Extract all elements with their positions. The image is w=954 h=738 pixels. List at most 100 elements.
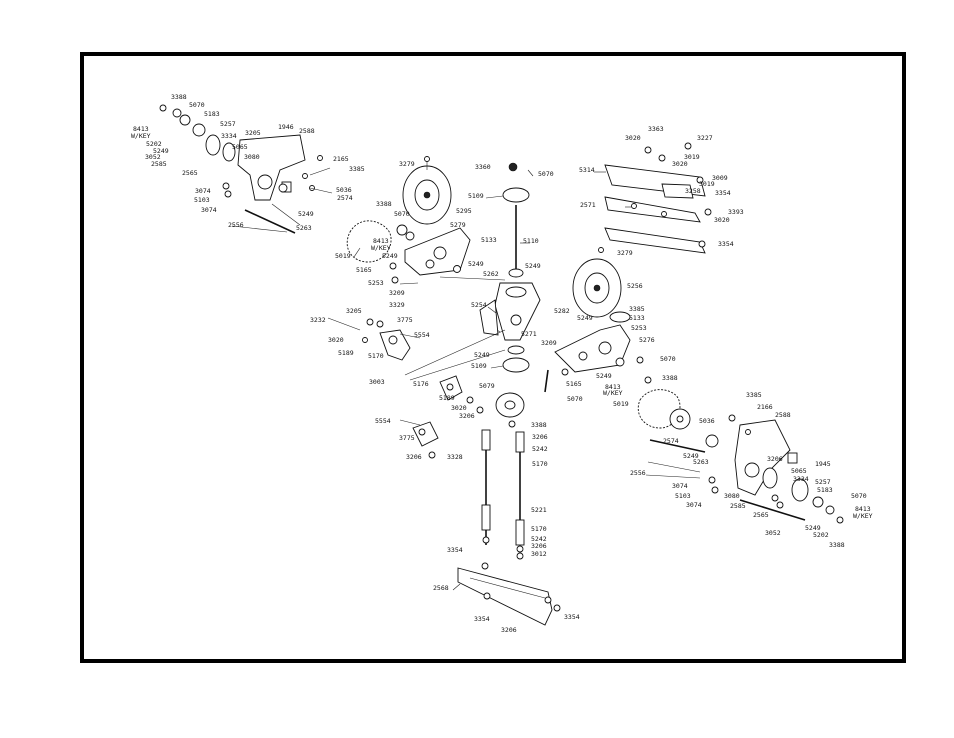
- label-2585: 2585: [730, 502, 746, 510]
- label-2588: 2588: [775, 411, 791, 419]
- center-vertical-shaft-assembly: [479, 162, 549, 560]
- label-3206: 3206: [406, 453, 422, 461]
- label-3074: 3074: [672, 482, 688, 490]
- label-5189: 5189: [338, 349, 354, 357]
- label-3019: 3019: [699, 180, 715, 188]
- label-5133: 5133: [629, 314, 645, 322]
- label-8413: 8413: [605, 383, 621, 391]
- label-5249: 5249: [805, 524, 821, 532]
- label-2565: 2565: [753, 511, 769, 519]
- label-3205: 3205: [346, 307, 362, 315]
- bottom-axle-bar: [457, 562, 561, 626]
- label-5249: 5249: [596, 372, 612, 380]
- label-5249: 5249: [525, 262, 541, 270]
- label-5276: 5276: [639, 336, 655, 344]
- label-3080: 3080: [244, 153, 260, 161]
- right-pulley-assembly: [554, 247, 691, 430]
- label-3020: 3020: [672, 160, 688, 168]
- label-5242: 5242: [531, 535, 547, 543]
- label-3354: 3354: [715, 189, 731, 197]
- leader-lines: [231, 171, 701, 591]
- label-2574: 2574: [337, 194, 353, 202]
- label-5257: 5257: [815, 478, 831, 486]
- label-wkey: W/KEY: [603, 389, 623, 397]
- label-5253: 5253: [631, 324, 647, 332]
- label-2588: 2588: [299, 127, 315, 135]
- label-wkey: W/KEY: [371, 244, 391, 252]
- label-5070: 5070: [851, 492, 867, 500]
- label-5314: 5314: [579, 166, 595, 174]
- label-2585: 2585: [151, 160, 167, 168]
- label-5183: 5183: [204, 110, 220, 118]
- label-2568: 2568: [433, 584, 449, 592]
- upper-left-axle-assembly: [159, 104, 333, 234]
- label-5554: 5554: [414, 331, 430, 339]
- label-3206: 3206: [767, 455, 783, 463]
- label-5242: 5242: [532, 445, 548, 453]
- label-3052: 3052: [765, 529, 781, 537]
- upper-right-bracket-assembly: [604, 142, 712, 254]
- label-3074: 3074: [201, 206, 217, 214]
- label-3206: 3206: [532, 433, 548, 441]
- label-3360: 3360: [475, 163, 491, 171]
- label-5249: 5249: [153, 147, 169, 155]
- label-3020: 3020: [451, 404, 467, 412]
- label-3003: 3003: [369, 378, 385, 386]
- label-3227: 3227: [697, 134, 713, 142]
- label-3363: 3363: [648, 125, 664, 133]
- label-3334: 3334: [793, 475, 809, 483]
- label-3328: 3328: [447, 453, 463, 461]
- label-3388: 3388: [376, 200, 392, 208]
- label-5070: 5070: [538, 170, 554, 178]
- label-3258: 3258: [685, 187, 701, 195]
- label-5165: 5165: [566, 380, 582, 388]
- label-5189: 5189: [439, 394, 455, 402]
- label-5263: 5263: [296, 224, 312, 232]
- label-5249: 5249: [683, 452, 699, 460]
- label-5019: 5019: [613, 400, 629, 408]
- label-2574: 2574: [663, 437, 679, 445]
- label-3279: 3279: [399, 160, 415, 168]
- label-5202: 5202: [813, 531, 829, 539]
- label-5170: 5170: [532, 460, 548, 468]
- label-3388: 3388: [531, 421, 547, 429]
- label-5176: 5176: [413, 380, 429, 388]
- label-8413: 8413: [855, 505, 871, 513]
- label-5065: 5065: [232, 143, 248, 151]
- label-5036: 5036: [699, 417, 715, 425]
- label-5170: 5170: [531, 525, 547, 533]
- label-3385: 3385: [629, 305, 645, 313]
- label-2565: 2565: [182, 169, 198, 177]
- label-wkey: W/KEY: [853, 512, 873, 520]
- center-left-pulley-assembly: [346, 156, 506, 285]
- label-5256: 5256: [627, 282, 643, 290]
- label-5202: 5202: [146, 140, 162, 148]
- label-5070: 5070: [394, 210, 410, 218]
- label-3019: 3019: [684, 153, 700, 161]
- label-3388: 3388: [829, 541, 845, 549]
- label-5019: 5019: [335, 252, 351, 260]
- label-2165: 2165: [333, 155, 349, 163]
- label-2571: 2571: [580, 201, 596, 209]
- label-5070: 5070: [189, 101, 205, 109]
- label-5253: 5253: [368, 279, 384, 287]
- label-5109: 5109: [471, 362, 487, 370]
- label-3020: 3020: [625, 134, 641, 142]
- label-3052: 3052: [145, 153, 161, 161]
- diagram-frame: [80, 52, 906, 663]
- lower-right-axle-assembly: [647, 414, 844, 524]
- label-3775: 3775: [397, 316, 413, 324]
- label-3388: 3388: [171, 93, 187, 101]
- label-5257: 5257: [220, 120, 236, 128]
- label-3354: 3354: [474, 615, 490, 623]
- label-5036: 5036: [336, 186, 352, 194]
- label-3080: 3080: [724, 492, 740, 500]
- label-8413: 8413: [373, 237, 389, 245]
- label-3009: 3009: [712, 174, 728, 182]
- label-wkey: W/KEY: [131, 132, 151, 140]
- label-3385: 3385: [746, 391, 762, 399]
- label-5254: 5254: [471, 301, 487, 309]
- label-5079: 5079: [479, 382, 495, 390]
- label-5103: 5103: [194, 196, 210, 204]
